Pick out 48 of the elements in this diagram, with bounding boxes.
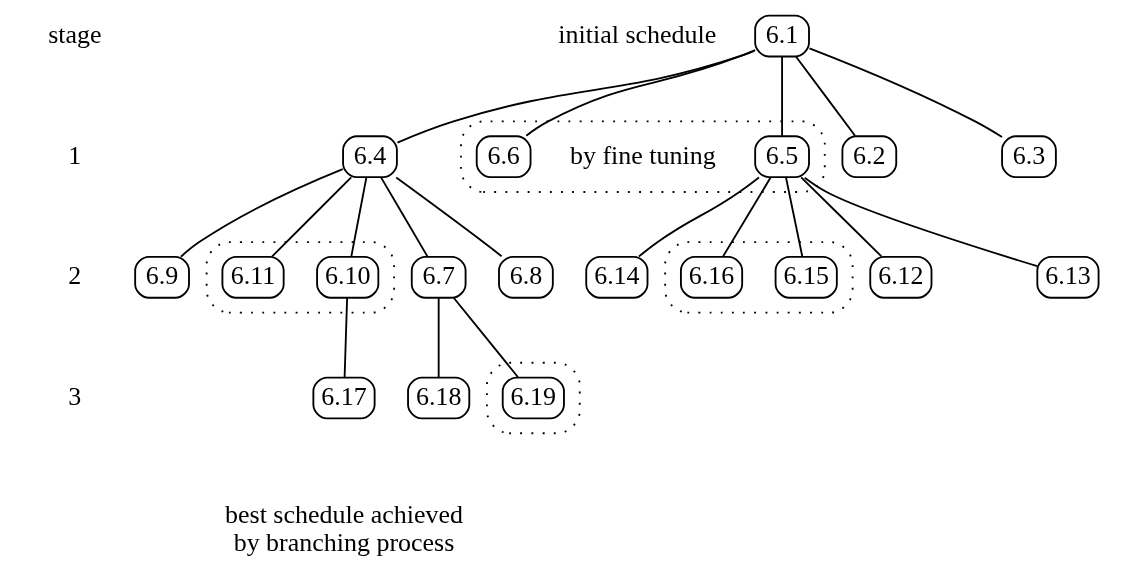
node-label: best schedule achieved by branching process — [225, 499, 463, 557]
connector — [795, 55, 856, 137]
node-box: 6.3 — [1001, 135, 1057, 179]
node-label: initial schedule — [558, 19, 717, 49]
node-box: 6.13 — [1036, 256, 1100, 299]
node-box: 6.12 — [869, 256, 933, 299]
node-label: by fine tuning — [570, 140, 716, 170]
node-box: 6.11 — [221, 256, 285, 299]
node-box: 6.18 — [407, 376, 471, 420]
node-box: 6.16 — [680, 256, 744, 299]
cluster — [460, 120, 826, 193]
node-box: 6.5 — [754, 135, 810, 179]
connector — [350, 176, 368, 258]
node-box: 6.9 — [134, 256, 190, 299]
connector — [638, 176, 760, 258]
node-box: 6.2 — [841, 135, 898, 179]
node-box: 6.6 — [475, 135, 532, 179]
connector — [271, 176, 353, 258]
connector — [437, 297, 440, 378]
connector — [395, 176, 503, 258]
connector — [803, 176, 1039, 268]
connector — [785, 176, 804, 258]
cluster — [486, 361, 581, 435]
node-box: 6.1 — [754, 14, 810, 58]
connector — [179, 168, 344, 258]
connector — [781, 55, 783, 137]
node-box: 6.15 — [774, 256, 838, 299]
cluster — [664, 241, 854, 314]
cluster — [205, 241, 396, 314]
node-box: 6.8 — [498, 256, 554, 299]
label: stage — [48, 19, 102, 49]
connector — [343, 297, 349, 378]
connector — [525, 49, 757, 137]
connector — [452, 297, 519, 378]
node-box: 6.10 — [316, 256, 380, 299]
connector — [722, 176, 772, 258]
label: 1 — [68, 140, 82, 170]
label: 3 — [68, 381, 82, 411]
connector — [396, 49, 756, 144]
connector — [800, 176, 883, 258]
node-box: 6.19 — [501, 376, 565, 420]
node-box: 6.17 — [312, 376, 376, 420]
connector — [808, 47, 1003, 138]
node-box: 6.7 — [410, 256, 467, 299]
node-box: 6.14 — [585, 256, 649, 299]
label: 2 — [68, 261, 82, 291]
connector — [380, 176, 429, 258]
node-box: 6.4 — [342, 135, 398, 179]
